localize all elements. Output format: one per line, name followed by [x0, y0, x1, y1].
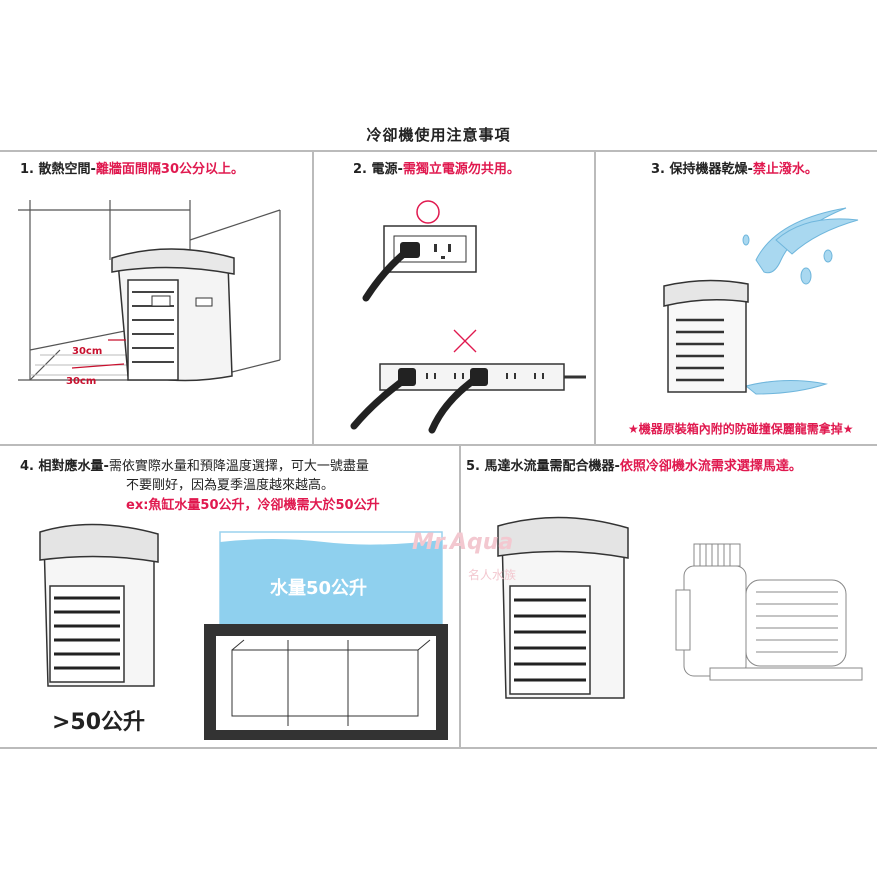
section-2-title: 2. 電源-需獨立電源勿共用。 [353, 158, 520, 177]
section-3-title: 3. 保持機器乾燥-禁止潑水。 [651, 158, 818, 177]
power-outlet-illustration [350, 200, 586, 434]
section-1-title: 1. 散熱空間-離牆面間隔30公分以上。 [20, 158, 244, 177]
chiller-illustration-right [497, 516, 629, 699]
section-5-number: 5. [466, 459, 480, 474]
section-3-heading: 保持機器乾燥- [669, 162, 753, 177]
wrong-x-icon [453, 329, 477, 353]
section-5-title: 5. 馬達水流量需配合機器-依照冷卻機水流需求選擇馬達。 [466, 455, 802, 474]
watermark-logo: Mr.Aqua [412, 530, 514, 555]
keep-dry-illustration [663, 207, 859, 395]
section-4-example: ex:魚缸水量50公升，冷卻機需大於50公升 [126, 498, 380, 513]
section-1-heading: 散熱空間- [38, 162, 96, 177]
section-4-heading: 相對應水量- [38, 459, 109, 474]
page-title: 冷卻機使用注意事項 [366, 126, 511, 144]
section-3-highlight: 禁止潑水。 [752, 162, 818, 177]
section-2-heading: 電源- [371, 162, 403, 177]
clearance-label-side: 30cm [72, 346, 103, 357]
divider-v1 [312, 150, 314, 444]
pump-motor-illustration [675, 543, 863, 681]
section-1-highlight: 離牆面間隔30公分以上。 [95, 162, 245, 177]
water-splash-icon [742, 207, 859, 395]
fish-tank-illustration [204, 531, 448, 740]
room-clearance-illustration [18, 200, 281, 382]
section-1-number: 1. [20, 162, 34, 177]
section-4-number: 4. [20, 459, 34, 474]
section-3-number: 3. [651, 162, 665, 177]
ok-circle-icon [416, 200, 440, 224]
section-4-text-line2: 不要剛好，因為夏季溫度越來越高。 [126, 478, 335, 493]
section-2-number: 2. [353, 162, 367, 177]
divider-v3 [459, 444, 461, 747]
tank-volume-label: 水量50公升 [270, 578, 368, 599]
chiller-illustration-left [39, 523, 159, 687]
watermark-subtitle: 名人水族 [468, 568, 517, 582]
section-3-note: ★機器原裝箱內附的防碰撞保麗龍需拿掉★ [628, 422, 854, 436]
section-5-highlight: 依照冷卻機水流需求選擇馬達。 [619, 459, 802, 474]
section-5-heading: 馬達水流量需配合機器- [484, 459, 620, 474]
section-2-highlight: 需獨立電源勿共用。 [402, 162, 520, 177]
clearance-label-back: 30cm [66, 376, 97, 387]
divider-v2 [594, 150, 596, 444]
divider-top [0, 150, 877, 152]
divider-bottom [0, 747, 877, 749]
divider-middle [0, 444, 877, 446]
section-4-title: 4. 相對應水量-需依實際水量和預降溫度選擇，可大一號盡量 [20, 455, 369, 474]
chiller-capacity-label: >50公升 [52, 710, 146, 735]
section-4-text-line1: 需依實際水量和預降溫度選擇，可大一號盡量 [108, 459, 369, 474]
